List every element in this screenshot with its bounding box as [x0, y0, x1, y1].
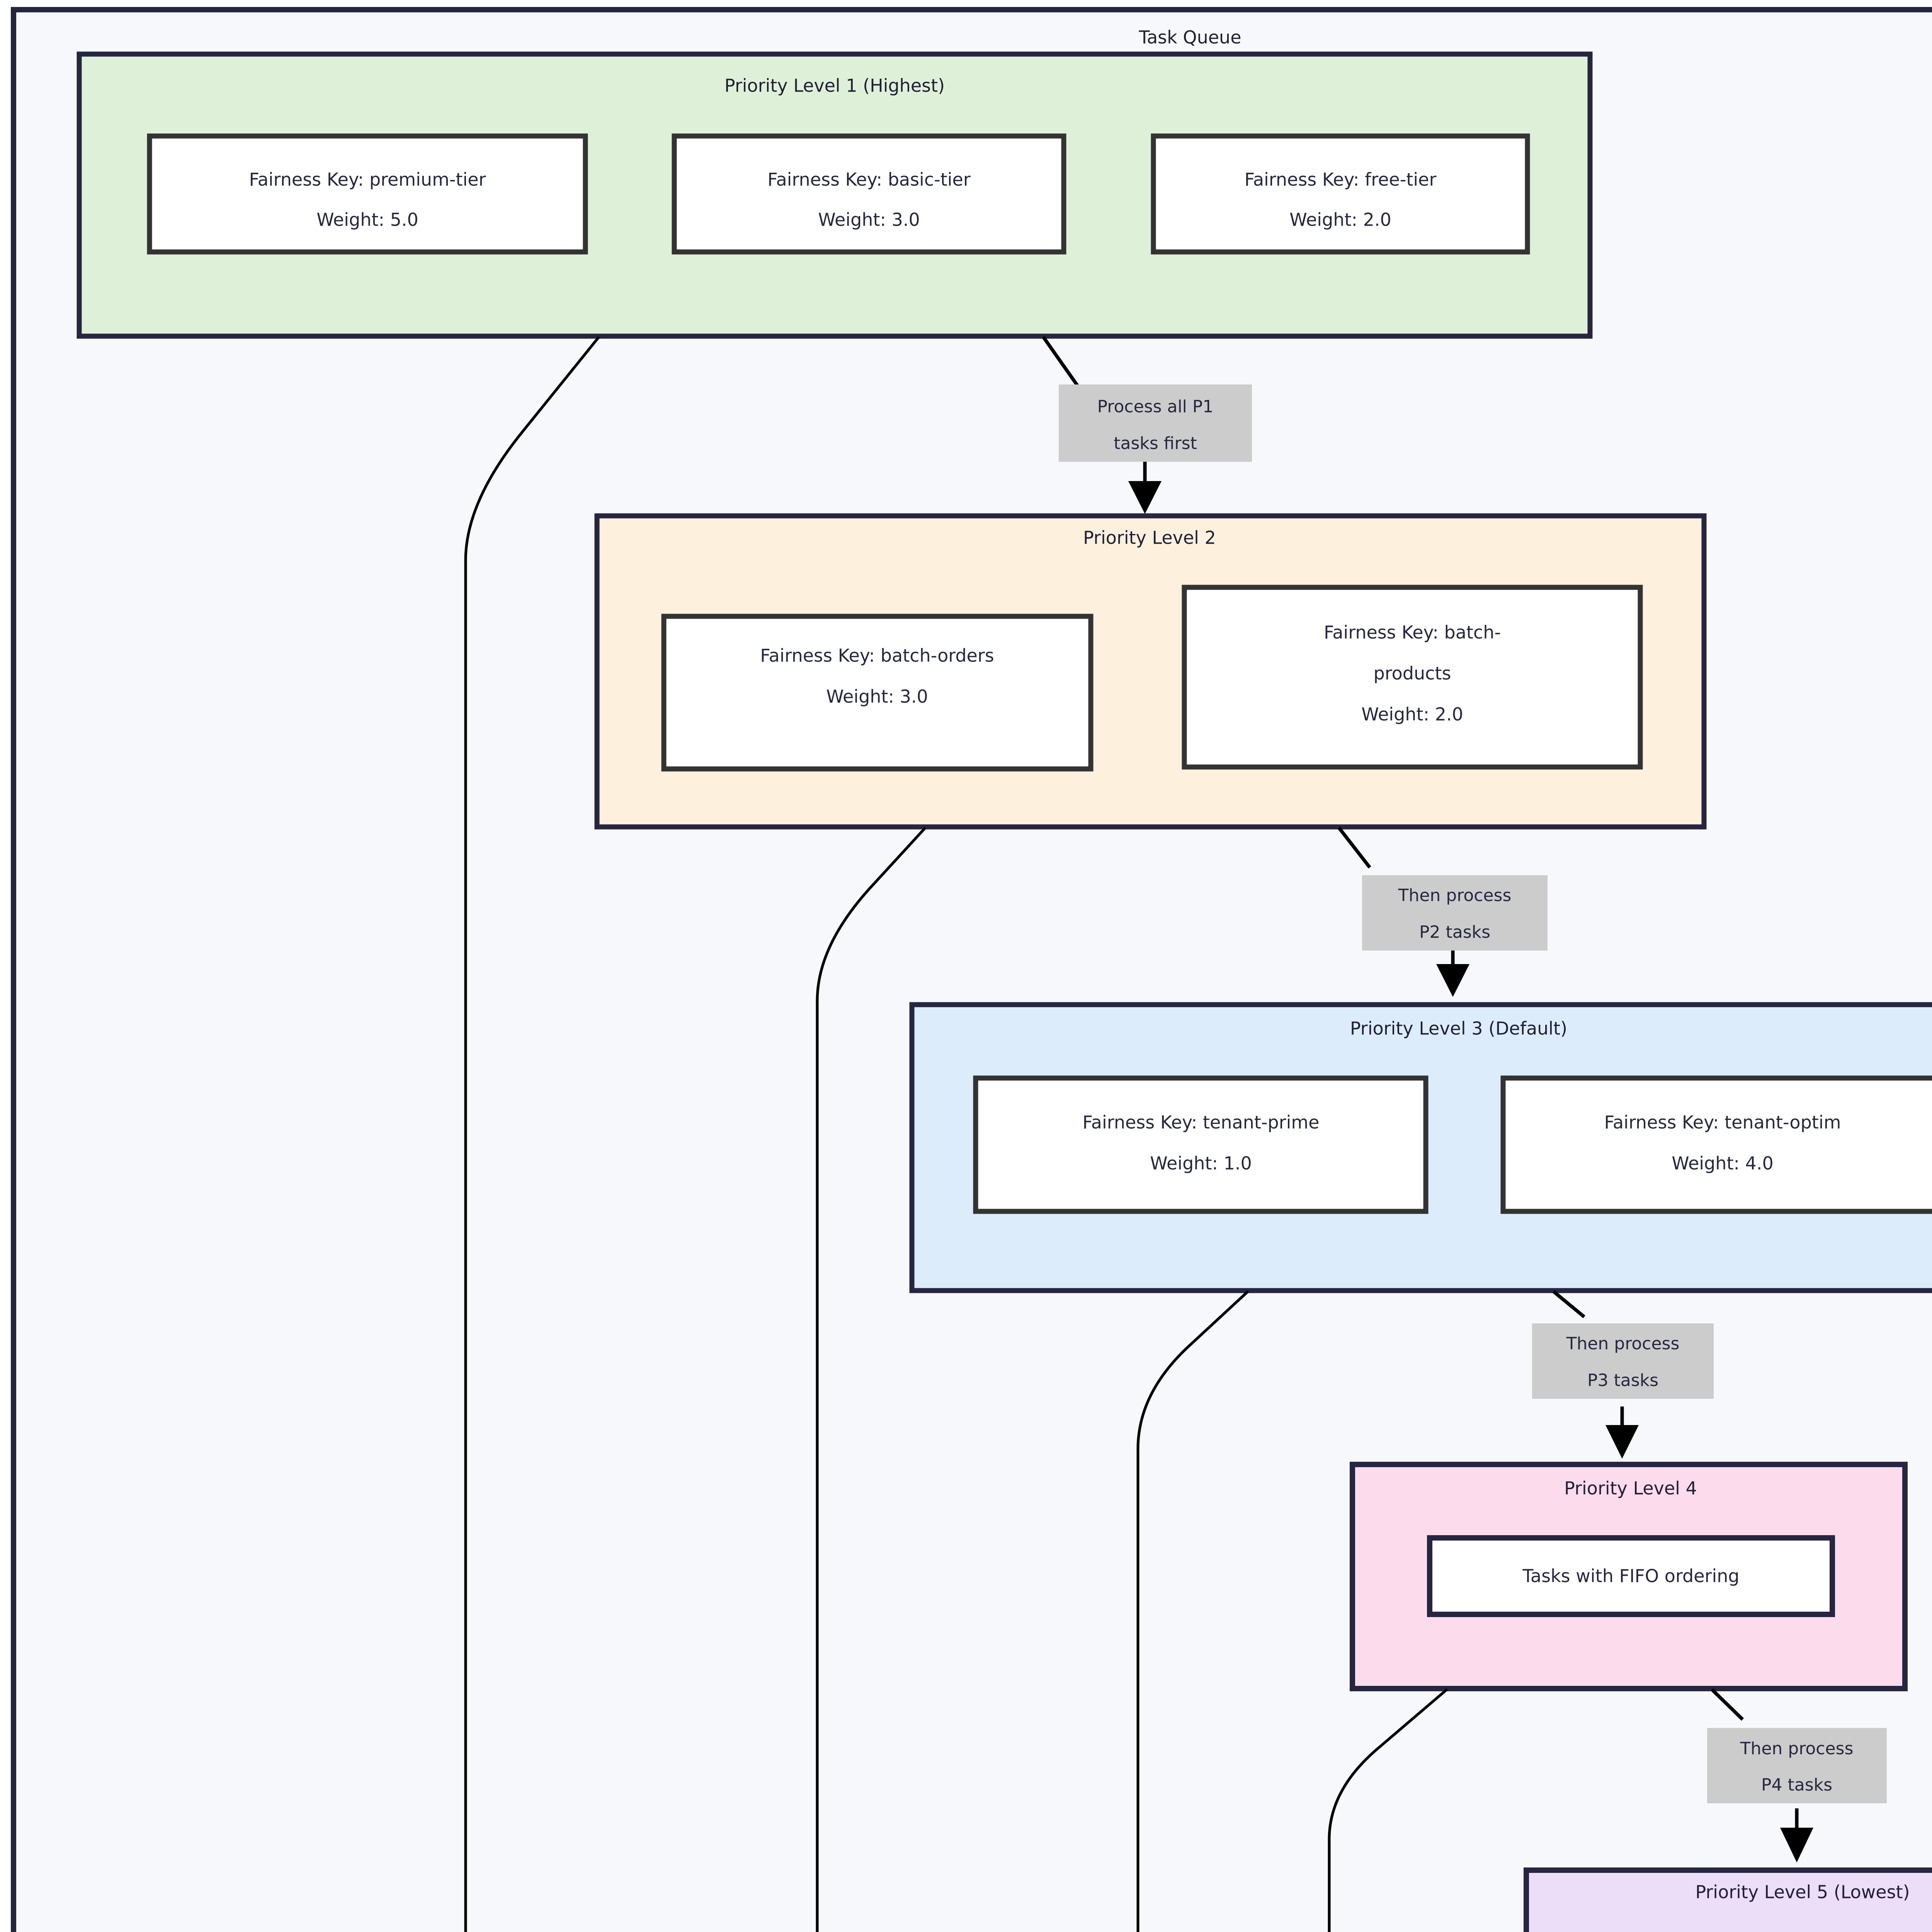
cluster-title-p1: Priority Level 1 (Highest) — [724, 75, 945, 96]
edge-p3-to-workers — [1136, 1290, 1249, 1932]
edge-p4-to-p5 — [1710, 1688, 1744, 1721]
node-p3-prime-weight: Weight: 1.0 — [1150, 1153, 1252, 1174]
edge-label-p2-p3: Then process P2 tasks — [1362, 875, 1548, 951]
node-p3-prime-key: Fairness Key: tenant-prime — [1083, 1112, 1320, 1133]
edge-label-p4-p5-line1: Then process — [1740, 1739, 1854, 1759]
edge-label-p1-p2-line1: Process all P1 — [1097, 397, 1214, 417]
node-p2-orders-key: Fairness Key: batch-orders — [760, 645, 994, 666]
edge-p3-to-p4 — [1552, 1290, 1585, 1318]
node-p1-free-weight: Weight: 2.0 — [1289, 209, 1391, 230]
edge-p1-to-p2 — [1042, 336, 1080, 388]
node-p3-tenant-optim[interactable]: Fairness Key: tenant-optim Weight: 4.0 — [1500, 1075, 1932, 1214]
edge-label-p3-p4-line1: Then process — [1566, 1334, 1680, 1354]
node-p2-batch-orders[interactable]: Fairness Key: batch-orders Weight: 3.0 — [661, 614, 1094, 772]
node-p2-orders-weight: Weight: 3.0 — [826, 686, 928, 707]
node-p1-free[interactable]: Fairness Key: free-tier Weight: 2.0 — [1151, 133, 1530, 255]
cluster-title-p3: Priority Level 3 (Default) — [1350, 1018, 1567, 1039]
cluster-priority-level-1[interactable]: Priority Level 1 (Highest) Fairness Key:… — [77, 51, 1593, 339]
node-p4-fifo-label: Tasks with FIFO ordering — [1522, 1566, 1739, 1587]
edge-label-p4-p5: Then process P4 tasks — [1707, 1728, 1887, 1803]
edge-label-p4-p5-line2: P4 tasks — [1761, 1775, 1832, 1795]
cluster-priority-level-4[interactable]: Priority Level 4 Tasks with FIFO orderin… — [1350, 1462, 1908, 1691]
edge-label-p1-p2-line2: tasks first — [1114, 434, 1197, 453]
node-p1-premium[interactable]: Fairness Key: premium-tier Weight: 5.0 — [147, 133, 588, 255]
cluster-priority-level-2[interactable]: Priority Level 2 Fairness Key: batch-ord… — [594, 513, 1707, 830]
node-p1-basic-key: Fairness Key: basic-tier — [767, 169, 971, 190]
edge-p1-to-workers — [464, 336, 600, 1932]
node-p2-products-key: Fairness Key: batch- — [1324, 622, 1501, 643]
node-p2-batch-products[interactable]: Fairness Key: batch- products Weight: 2.… — [1182, 585, 1643, 770]
cluster-priority-level-5[interactable]: Priority Level 5 (Lowest) Tasks with FIF… — [1524, 1867, 1932, 1932]
edge-label-p2-p3-line1: Then process — [1398, 886, 1512, 905]
node-p2-products-weight: Weight: 2.0 — [1361, 704, 1463, 725]
arrowhead-p2-p3 — [1436, 964, 1469, 997]
task-queue-title: Task Queue — [1138, 27, 1241, 48]
node-p1-basic-weight: Weight: 3.0 — [818, 209, 920, 230]
cluster-priority-level-3[interactable]: Priority Level 3 (Default) Fairness Key:… — [909, 1002, 1932, 1293]
cluster-title-p2: Priority Level 2 — [1083, 527, 1216, 548]
node-p1-basic[interactable]: Fairness Key: basic-tier Weight: 3.0 — [672, 133, 1066, 255]
edge-label-p1-p2: Process all P1 tasks first — [1059, 384, 1252, 462]
node-p3-tenant-prime[interactable]: Fairness Key: tenant-prime Weight: 1.0 — [973, 1075, 1429, 1214]
arrowhead-p1-p2 — [1128, 481, 1162, 514]
cluster-title-p5: Priority Level 5 (Lowest) — [1695, 1882, 1910, 1903]
node-p1-premium-key: Fairness Key: premium-tier — [249, 169, 486, 190]
arrowhead-p4-p5 — [1780, 1828, 1813, 1862]
node-p4-fifo[interactable]: Tasks with FIFO ordering — [1427, 1535, 1835, 1617]
node-p3-optim-weight: Weight: 4.0 — [1672, 1153, 1774, 1174]
edge-p4-to-workers — [1328, 1688, 1448, 1932]
node-p2-products-key2: products — [1374, 663, 1451, 684]
edge-label-p2-p3-line2: P2 tasks — [1419, 922, 1490, 942]
node-p1-free-key: Fairness Key: free-tier — [1245, 169, 1437, 190]
arrowhead-p3-p4 — [1605, 1425, 1639, 1459]
node-p1-premium-weight: Weight: 5.0 — [316, 209, 418, 230]
edge-p2-to-workers — [816, 827, 927, 1932]
cluster-title-p4: Priority Level 4 — [1564, 1478, 1697, 1499]
edge-label-p3-p4-line2: P3 tasks — [1587, 1371, 1658, 1390]
edges-group — [464, 336, 1813, 1932]
edge-label-p3-p4: Then process P3 tasks — [1532, 1323, 1714, 1399]
node-p3-optim-key: Fairness Key: tenant-optim — [1604, 1112, 1841, 1133]
edge-p2-to-p3 — [1337, 827, 1371, 869]
